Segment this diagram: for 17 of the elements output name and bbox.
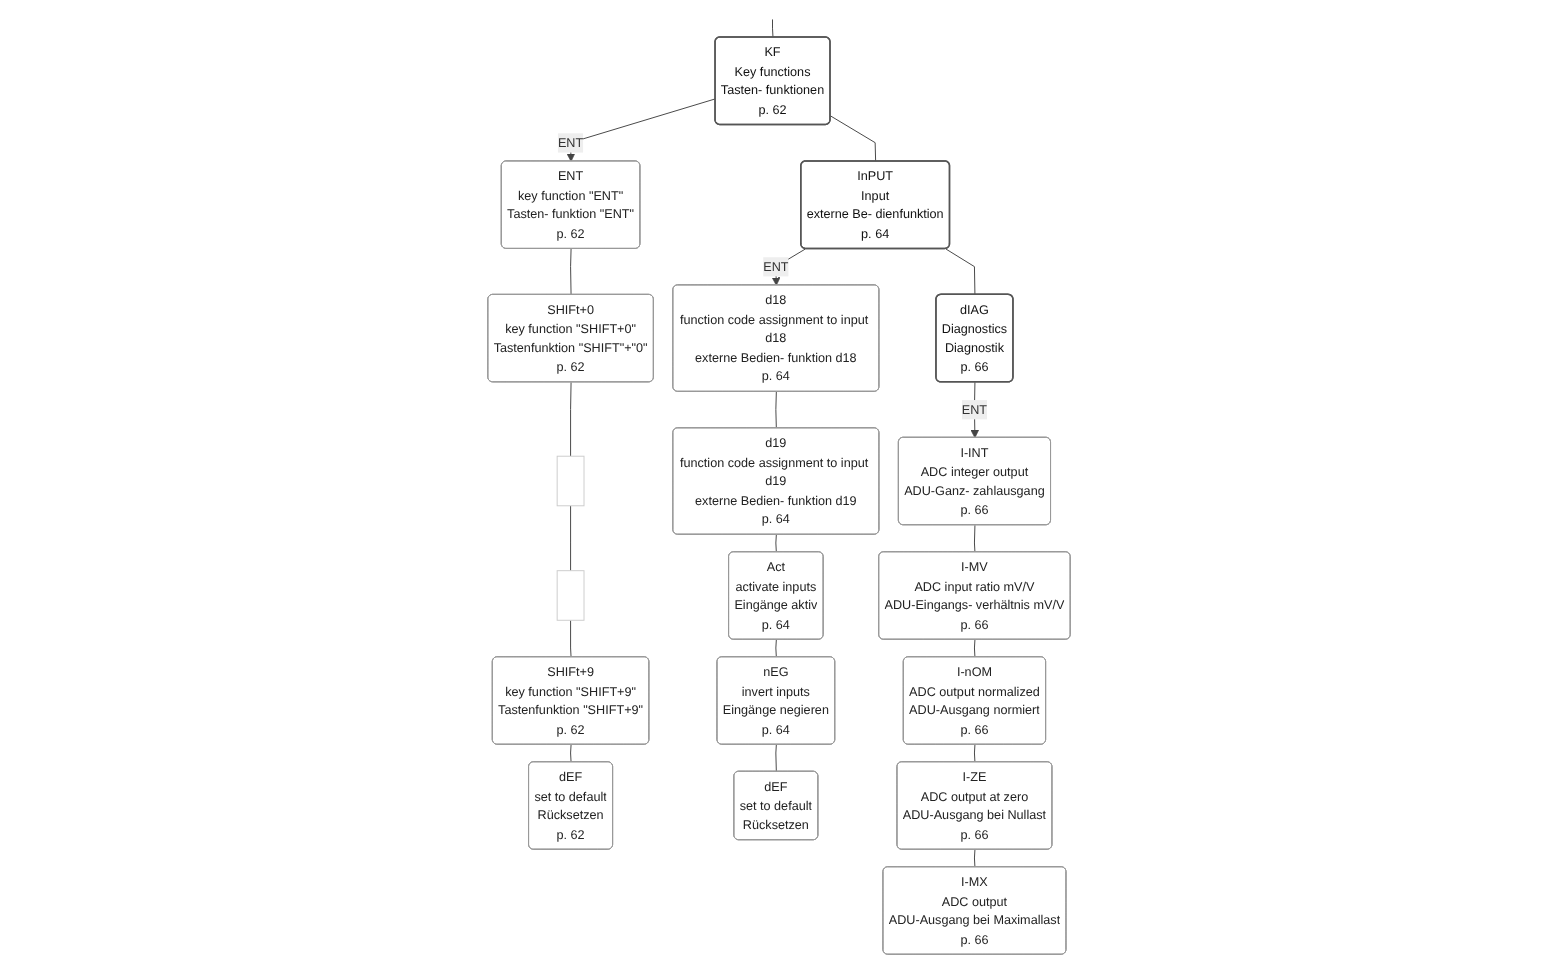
connector [570, 619, 572, 658]
connector [973, 849, 976, 868]
connector [775, 534, 777, 553]
connector [775, 639, 777, 658]
node-box [556, 455, 585, 507]
connector [973, 639, 976, 658]
connector [830, 115, 877, 162]
connector [570, 248, 572, 296]
connector [772, 18, 774, 38]
connector [973, 744, 976, 763]
connector [570, 744, 572, 763]
node-box [556, 570, 585, 621]
connector [775, 391, 777, 429]
connector [570, 505, 572, 572]
connector [973, 524, 976, 553]
connector [775, 744, 777, 773]
connector [570, 381, 572, 457]
